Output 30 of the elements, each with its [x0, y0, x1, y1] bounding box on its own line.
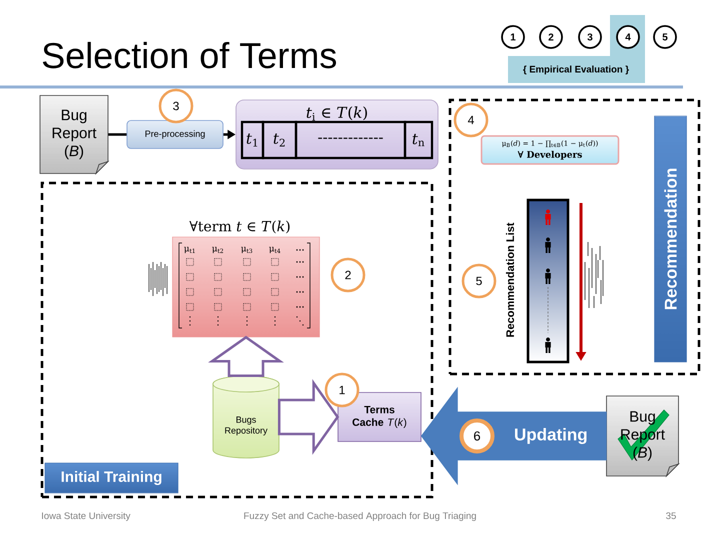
step-badge: 6 — [460, 418, 494, 454]
step-badge: 2 — [330, 258, 366, 292]
column-header: μ$_{t3}$ — [241, 246, 252, 254]
footer-text: Fuzzy Set and Cache-based Approach for Bug Triaging — [244, 512, 476, 521]
database-cylinder: Bugs Repository — [212, 376, 280, 458]
matrix-heading: ∀term t ∈ T(k) — [189, 220, 290, 234]
dashed-frame — [40, 182, 434, 498]
term-cell: t$_{2}$ — [262, 120, 298, 160]
term-cell: t$_{n}$ — [404, 120, 434, 160]
page-number: 35 — [666, 512, 676, 520]
edge-label: Updating — [513, 427, 589, 445]
step-badge: 1 — [324, 372, 360, 408]
block-arrow — [208, 336, 284, 378]
step-badge: 3 — [158, 88, 194, 124]
column-header: μ$_{t1}$ — [184, 246, 195, 254]
slide-title: Selection of Terms — [42, 42, 336, 68]
list-caption: Recommendation List — [506, 222, 514, 337]
footer-text: Iowa State University — [42, 512, 130, 521]
dashed-frame — [448, 98, 700, 376]
section-title: Recommendation — [664, 168, 677, 310]
process-box: Pre-processing — [126, 120, 224, 149]
step-badge: 4 — [454, 102, 488, 138]
step-badge: 5 — [462, 264, 496, 298]
connector-line — [108, 133, 127, 136]
column-header: μ$_{t4}$ — [269, 246, 280, 254]
column-header: μ$_{t2}$ — [212, 246, 224, 254]
term-cell: ------------- — [294, 120, 406, 160]
term-cell: t$_{1}$ — [240, 120, 264, 160]
block-arrow — [278, 379, 340, 455]
section-label: Initial Training — [44, 462, 178, 494]
